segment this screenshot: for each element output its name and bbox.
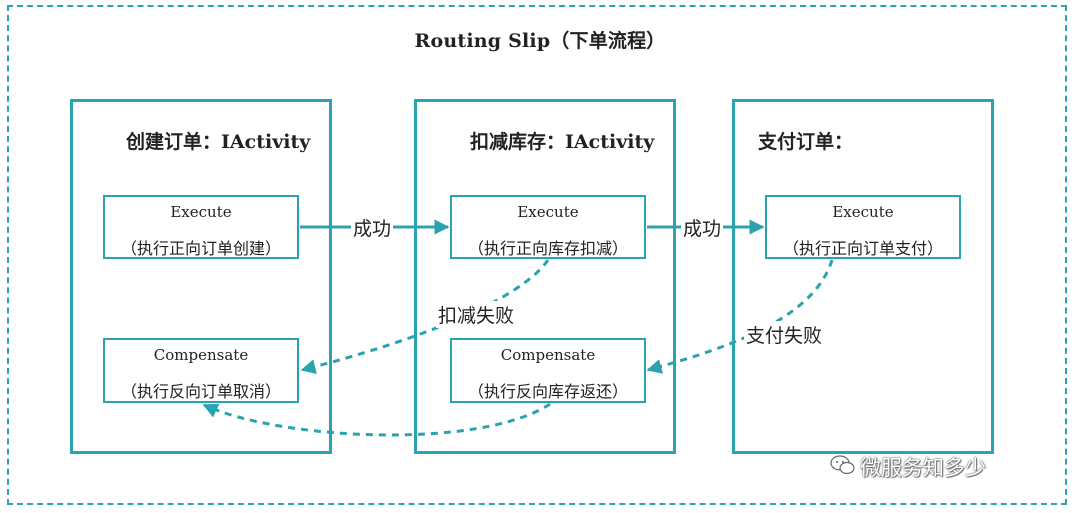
execute-box-create-order: Execute （执行正向订单创建） [103,195,299,259]
routing-slip-frame [7,5,1067,505]
watermark-text: 微服务知多少 [860,456,986,480]
compensate-desc: （执行反向订单取消） [120,382,281,401]
compensate-box-deduct-stock: Compensate （执行反向库存返还） [450,338,646,403]
diagram-title: Routing Slip（下单流程） [414,30,666,52]
wechat-icon [830,455,855,475]
execute-box-deduct-stock: Execute （执行正向库存扣减） [450,195,646,259]
execute-desc: （执行正向订单创建） [120,239,281,258]
success-label-2: 成功 [681,214,724,241]
execute-desc: （执行正向库存扣减） [467,239,628,258]
compensate-label: Compensate [500,346,596,364]
compensate-box-create-order: Compensate （执行反向订单取消） [103,338,299,403]
activity-title-pay-order: 支付订单： [758,131,854,153]
compensate-arrow-chain [202,402,551,437]
activity-title-create-order: 创建订单：IActivity [126,131,311,153]
execute-label: Execute [832,203,894,221]
execute-label: Execute [517,203,579,221]
execute-label: Execute [170,203,232,221]
compensate-label: Compensate [153,346,249,364]
deduct-fail-label: 扣减失败 [436,301,517,328]
activity-panel-pay-order [732,99,994,454]
compensate-arrow-pay-fail [646,259,834,374]
execute-desc: （执行正向订单支付） [782,239,943,258]
success-label-1: 成功 [351,214,394,241]
execute-box-pay-order: Execute （执行正向订单支付） [765,195,961,259]
activity-title-deduct-stock: 扣减库存：IActivity [470,131,655,153]
compensate-desc: （执行反向库存返还） [467,382,628,401]
pay-fail-label: 支付失败 [744,321,825,348]
